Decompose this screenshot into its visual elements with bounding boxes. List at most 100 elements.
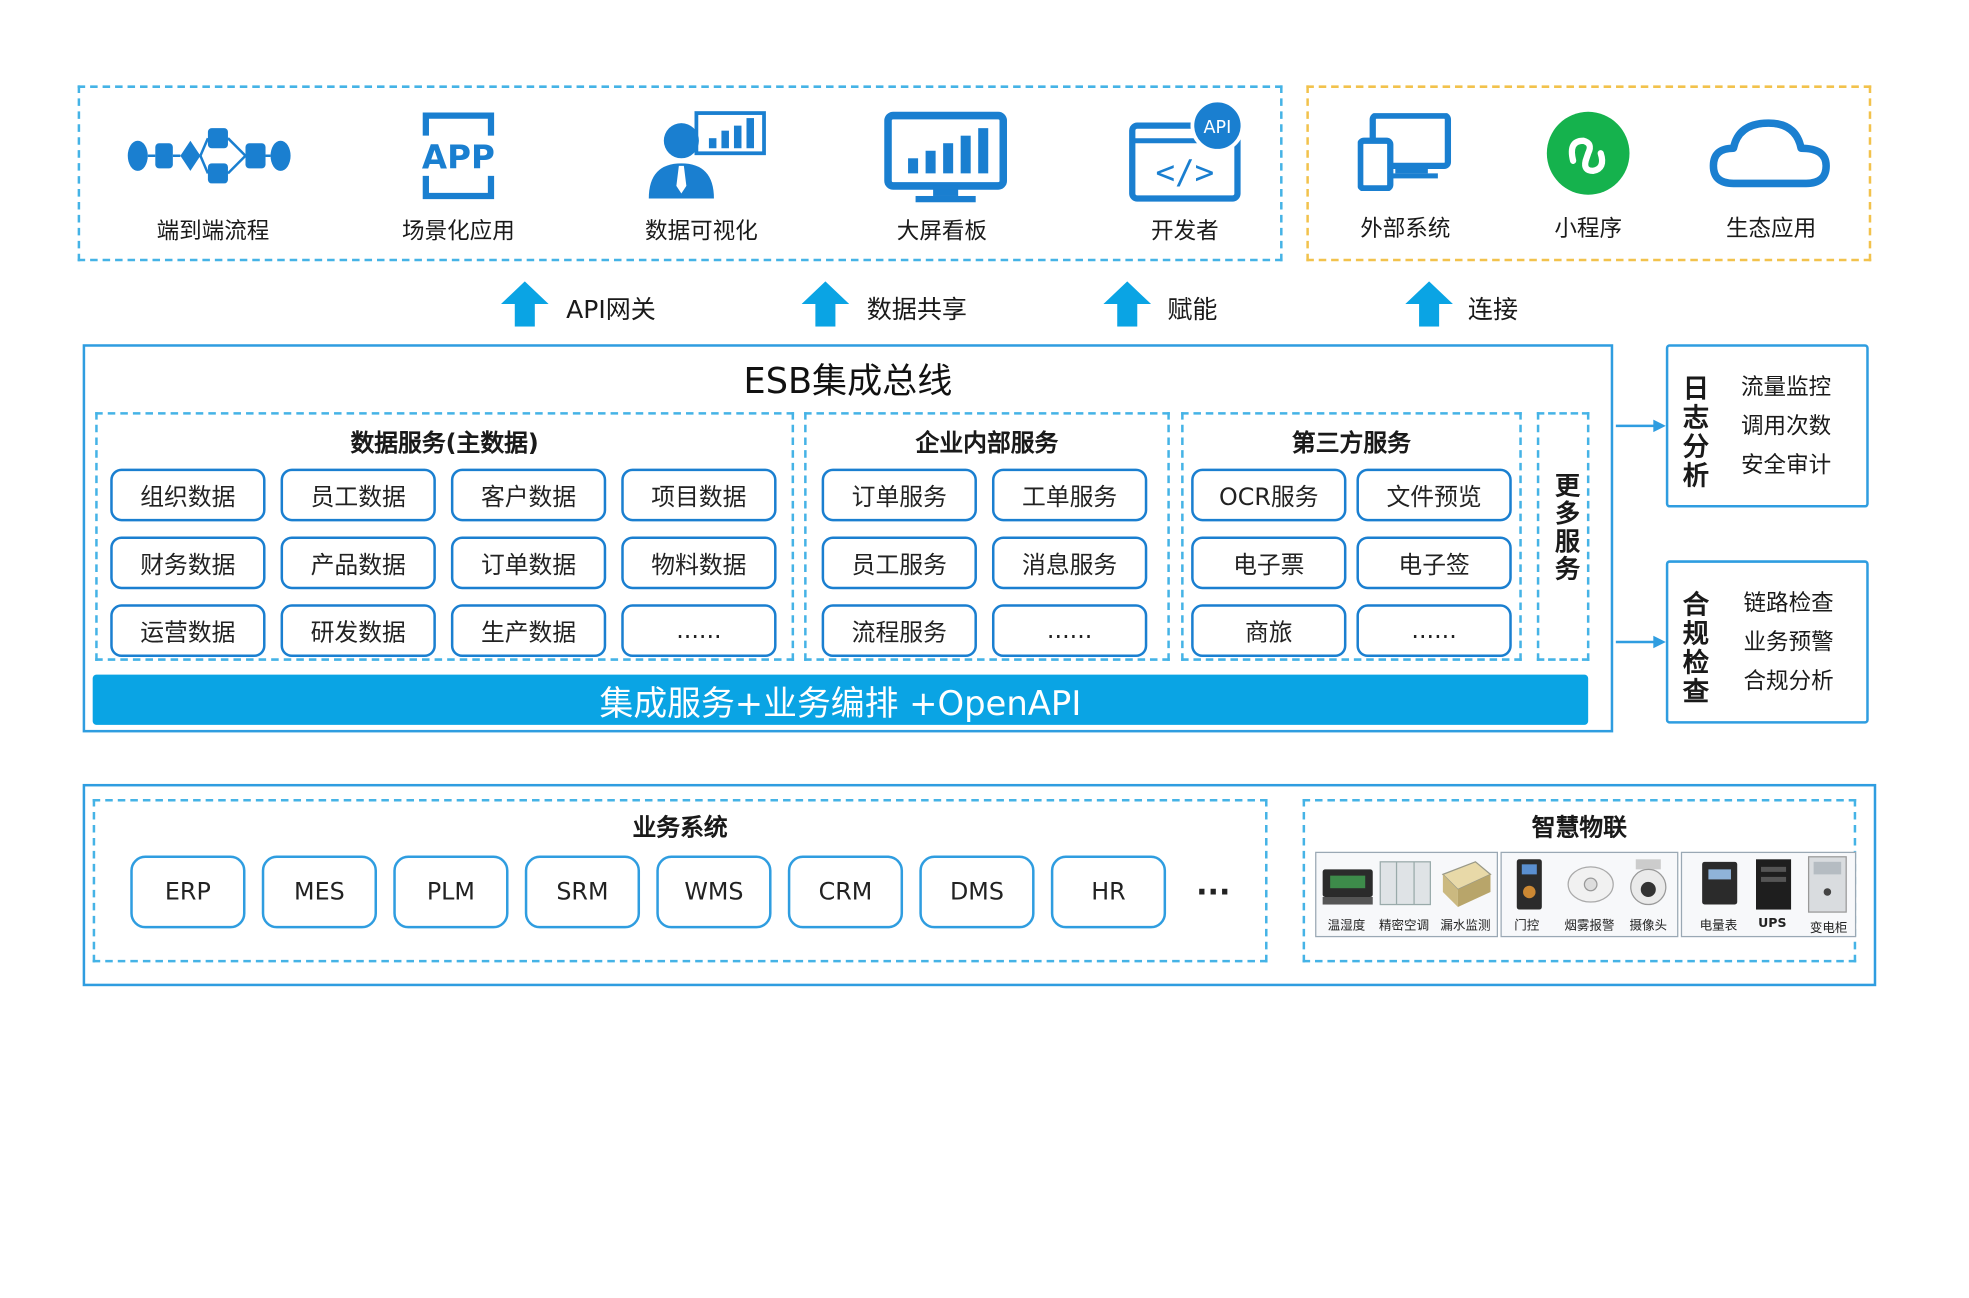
service-chip: 客户数据 <box>450 468 607 522</box>
service-chip: 物料数据 <box>621 536 777 590</box>
service-chip: 财务数据 <box>110 536 266 590</box>
device-label: 漏水监测 <box>1440 919 1491 934</box>
side-item: 安全审计 <box>1740 452 1832 479</box>
side-item: 合规分析 <box>1743 668 1834 695</box>
thermometer-icon <box>1322 869 1373 905</box>
arrow-label-2: 赋能 <box>1167 293 1218 325</box>
leak-sensor-icon <box>1441 861 1492 908</box>
camera-icon <box>1630 859 1667 906</box>
external-label-2: 生态应用 <box>1725 216 1817 243</box>
up-arrow-icon <box>501 281 549 327</box>
service-chip: CRM <box>787 855 904 929</box>
service-chip: SRM <box>524 855 641 929</box>
process-flow-icon <box>127 128 291 184</box>
data-services-group <box>95 412 795 661</box>
device-label: 精密空调 <box>1379 919 1430 934</box>
api-badge: API <box>1204 118 1232 138</box>
up-arrow-icon <box>1103 281 1152 327</box>
substation-cabinet-icon <box>1807 856 1847 913</box>
arrow-label-1: 数据共享 <box>866 293 967 325</box>
service-chip: 员工服务 <box>821 536 977 590</box>
air-conditioner-icon <box>1379 861 1431 906</box>
channel-label-3: 大屏看板 <box>896 218 987 245</box>
service-chip: MES <box>261 855 378 929</box>
business-systems-title: 业务系统 <box>632 814 728 842</box>
service-chip: 员工数据 <box>280 468 436 522</box>
device-label: 门控 <box>1514 919 1540 934</box>
side-item: 业务预警 <box>1743 629 1834 656</box>
service-chip: HR <box>1050 855 1167 929</box>
service-chip: 电子票 <box>1191 536 1347 590</box>
up-arrow-icon <box>801 281 850 327</box>
internal-services-group <box>804 412 1170 661</box>
business-systems-group <box>92 799 1268 963</box>
service-chip: 项目数据 <box>621 468 777 522</box>
up-arrow-icon <box>1405 281 1453 327</box>
external-label-1: 小程序 <box>1554 216 1622 243</box>
service-chip: OCR服务 <box>1191 468 1347 522</box>
log-analysis-title: 日志分析 <box>1679 374 1710 490</box>
channel-label-1: 场景化应用 <box>402 218 515 245</box>
external-box <box>1306 85 1872 262</box>
service-chip: 电子签 <box>1356 536 1512 590</box>
side-item: 流量监控 <box>1740 374 1832 401</box>
compliance-title: 合规检查 <box>1679 590 1710 707</box>
app-icon-text: APP <box>422 138 495 176</box>
more-services-label: 更多服务 <box>1550 472 1581 583</box>
third-party-group <box>1181 412 1522 661</box>
side-item: 链路检查 <box>1743 590 1834 617</box>
data-services-title: 数据服务(主数据) <box>350 429 539 458</box>
service-chip: 商旅 <box>1191 604 1347 658</box>
app-icon: APP <box>422 112 495 200</box>
service-chip: 订单数据 <box>450 536 607 590</box>
multi-device-icon <box>1357 113 1452 191</box>
service-chip: ...... <box>1356 604 1512 658</box>
service-chip: 工单服务 <box>991 468 1148 522</box>
device-label: 摄像头 <box>1629 919 1668 934</box>
arrow-label-0: API网关 <box>566 293 656 325</box>
business-more: ··· <box>1196 874 1231 910</box>
side-item: 调用次数 <box>1740 413 1832 440</box>
device-label: 电量表 <box>1699 919 1738 934</box>
device-label: 烟雾报警 <box>1564 919 1615 934</box>
power-meter-icon <box>1702 861 1738 905</box>
svg-text:</>: </> <box>1155 153 1214 191</box>
ups-icon <box>1756 859 1792 910</box>
mini-program-icon <box>1546 111 1630 195</box>
service-chip: 组织数据 <box>110 468 266 522</box>
service-chip: ERP <box>130 855 246 929</box>
device-label: 变电柜 <box>1809 922 1848 936</box>
integration-bar: 集成服务+业务编排 +OpenAPI <box>92 674 1589 725</box>
external-label-0: 外部系统 <box>1360 216 1451 243</box>
third-party-title: 第三方服务 <box>1291 429 1411 458</box>
arrow-label-3: 连接 <box>1467 293 1519 325</box>
esb-title: ESB集成总线 <box>743 360 953 403</box>
right-arrow-icon <box>1615 635 1666 649</box>
channels-box <box>77 85 1283 262</box>
service-chip: 消息服务 <box>991 536 1148 590</box>
right-arrow-icon <box>1615 419 1666 433</box>
device-label: 温湿度 <box>1327 919 1366 934</box>
cloud-icon <box>1709 119 1830 188</box>
door-control-icon <box>1516 859 1542 910</box>
smoke-alarm-icon <box>1567 866 1614 903</box>
service-chip: 流程服务 <box>821 604 977 658</box>
service-chip: 文件预览 <box>1356 468 1512 522</box>
channel-label-0: 端到端流程 <box>156 218 270 245</box>
channel-label-2: 数据可视化 <box>645 218 758 245</box>
compliance-panel <box>1665 560 1869 724</box>
service-chip: 生产数据 <box>450 604 607 658</box>
service-chip: 运营数据 <box>110 604 266 658</box>
device-label: UPS <box>1758 917 1787 931</box>
log-analysis-panel <box>1665 344 1869 508</box>
service-chip: WMS <box>656 855 772 929</box>
more-services-group <box>1536 412 1590 661</box>
service-chip: 订单服务 <box>821 468 977 522</box>
service-chip: ...... <box>991 604 1148 658</box>
iot-title: 智慧物联 <box>1531 814 1627 842</box>
service-chip: 产品数据 <box>280 536 436 590</box>
service-chip: 研发数据 <box>280 604 436 658</box>
presenter-chart-icon <box>648 111 766 199</box>
service-chip: DMS <box>919 855 1035 929</box>
